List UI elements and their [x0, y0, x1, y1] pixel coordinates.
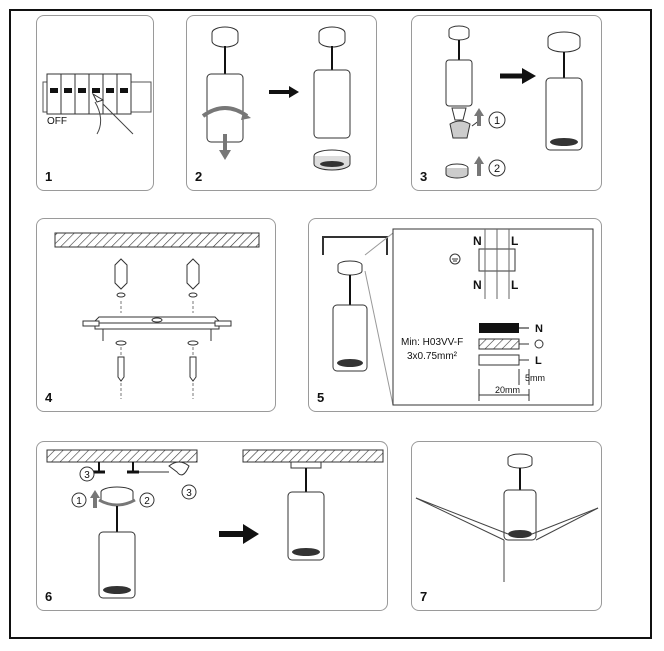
mount-bracket-illustration — [54, 232, 260, 399]
neutral-label-bottom: N — [473, 278, 482, 292]
callout-3-b: 3 — [186, 488, 192, 499]
step-number: 1 — [45, 169, 53, 184]
step-2-panel: 2 — [186, 15, 377, 191]
step-number: 6 — [45, 589, 53, 604]
cable-section: 3x0.75mm² — [407, 351, 458, 362]
neutral-label-top: N — [473, 234, 482, 248]
cable-live-label: L — [535, 355, 542, 367]
callout-2: 2 — [144, 496, 150, 507]
fix-fixture-illustration: 1 2 3 3 — [46, 449, 384, 599]
earth-icon — [534, 339, 544, 349]
step-number: 2 — [195, 169, 203, 184]
sheath-length: 20mm — [495, 385, 520, 395]
instruction-sheet — [9, 9, 652, 639]
step-number: 4 — [45, 390, 53, 405]
step-number: 7 — [420, 589, 428, 604]
live-label-bottom: L — [511, 278, 518, 292]
step-1-panel: OFF 1 — [36, 15, 154, 191]
step-7-panel: 7 — [411, 441, 602, 611]
callout-1: 1 — [76, 496, 82, 507]
callout-3: 3 — [84, 470, 90, 481]
strip-length: 5mm — [525, 373, 545, 383]
live-label-top: L — [511, 234, 518, 248]
step-3-panel: 1 2 3 — [411, 15, 602, 191]
callout-1: 1 — [494, 115, 500, 127]
step-number: 3 — [420, 169, 428, 184]
cable-spec: Min: H03VV-F — [401, 337, 463, 348]
step-5-panel: N L N L Min: H03VV-F 3x0.75mm² N L 5mm 2… — [308, 218, 602, 412]
wiring-illustration: N L N L Min: H03VV-F 3x0.75mm² N L 5mm 2… — [322, 228, 594, 406]
step-number: 5 — [317, 390, 325, 405]
light-beam-illustration — [415, 453, 599, 582]
breaker-switch-illustration: OFF — [42, 73, 152, 135]
callout-2: 2 — [494, 163, 500, 175]
remove-diffuser-illustration — [201, 26, 351, 171]
step-4-panel: 4 — [36, 218, 276, 412]
cable-neutral-label: N — [535, 323, 543, 335]
step-6-panel: 1 2 3 3 6 — [36, 441, 388, 611]
off-label: OFF — [47, 116, 67, 127]
insert-bulb-illustration: 1 2 — [445, 25, 583, 179]
